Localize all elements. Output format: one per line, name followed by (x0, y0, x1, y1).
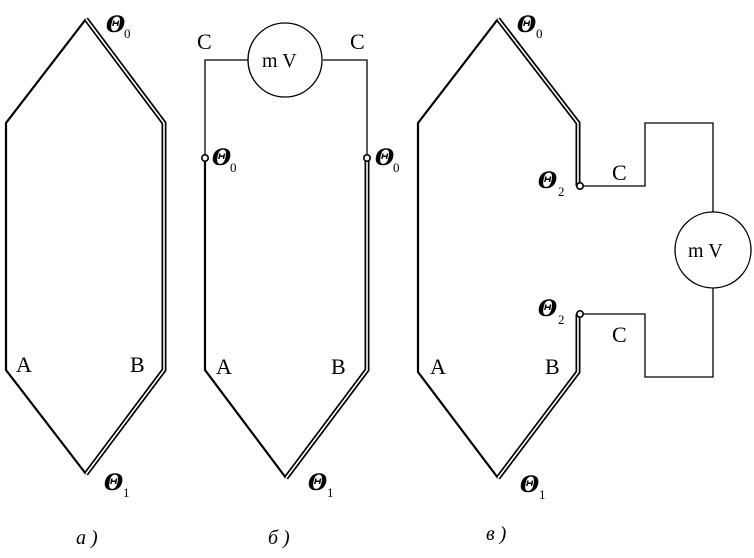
panel-c-wire-b-upper (496, 17, 581, 186)
panel-c-top-junction-symbol: Θ (517, 12, 536, 38)
panel-c-upper-terminal (575, 182, 584, 191)
panel-c-wire-b-lower (496, 314, 581, 480)
panel-c-caption: в ) (486, 523, 507, 545)
panel-b-right-c-label: C (350, 29, 365, 54)
panel-c-bottom-junction-sub: 1 (539, 487, 546, 502)
panel-b-caption: б ) (268, 527, 290, 549)
panel-c-wire-a (416, 18, 499, 479)
panel-c-label-b: B (545, 354, 560, 379)
panel-c-upper-c-label: C (612, 160, 627, 185)
panel-b-wire-a (203, 158, 287, 479)
panel-b-bottom-junction-sub: 1 (327, 485, 334, 500)
panel-c: m V C C Θ 0 Θ 2 Θ 2 A B Θ 1 в ) (416, 12, 752, 545)
panel-c-lower-c-label: C (612, 322, 627, 347)
panel-a-label-a: A (16, 352, 32, 377)
panel-c-lower-junction-symbol: Θ (538, 296, 557, 322)
panel-a-bottom-junction-sub: 1 (123, 485, 130, 500)
panel-c-lower-terminal (575, 309, 584, 318)
panel-a-bottom-junction-symbol: Θ (104, 470, 123, 496)
panel-c-top-junction-sub: 0 (536, 26, 543, 41)
panel-c-millivoltmeter (674, 211, 752, 289)
panel-a-top-junction-symbol: Θ (106, 12, 125, 38)
panel-b-left-junction-sub: 0 (230, 160, 237, 175)
panel-a-label-b: B (130, 352, 145, 377)
panel-c-label-a: A (430, 354, 446, 379)
panel-b-label-a: A (216, 354, 232, 379)
panel-a-wire-b (84, 17, 167, 476)
panel-b-left-copper-wire (204, 59, 248, 158)
panel-b-millivoltmeter (247, 22, 323, 98)
panel-c-upper-copper-wire (578, 122, 714, 212)
panel-a: A B Θ 0 Θ 1 а ) (4, 12, 167, 549)
panel-b-meter-label: m V (262, 50, 297, 72)
panel-b-left-junction-symbol: Θ (212, 145, 231, 171)
panel-b-right-copper-wire (323, 59, 368, 158)
panel-b-left-c-label: C (197, 29, 212, 54)
panel-a-top-junction-sub: 0 (124, 26, 131, 41)
panel-b-left-terminal (201, 154, 210, 163)
panel-b-bottom-junction-symbol: Θ (308, 470, 327, 496)
panel-c-bottom-junction-symbol: Θ (520, 472, 539, 498)
panel-c-meter-label: m V (688, 240, 723, 262)
panel-c-upper-junction-symbol: Θ (538, 168, 557, 194)
panel-c-lower-junction-sub: 2 (558, 312, 565, 327)
panel-b: m V C C Θ 0 Θ 0 A B Θ 1 б ) (197, 22, 400, 549)
panel-b-right-terminal (362, 154, 371, 163)
panel-b-right-junction-sub: 0 (393, 160, 400, 175)
panel-b-right-junction-symbol: Θ (375, 145, 394, 171)
panel-c-upper-junction-sub: 2 (558, 184, 565, 199)
panel-a-caption: а ) (76, 527, 98, 549)
panel-a-wire-a (4, 18, 87, 475)
panel-b-wire-b (284, 158, 370, 480)
panel-b-label-b: B (331, 354, 346, 379)
panel-c-lower-copper-wire (578, 288, 714, 378)
